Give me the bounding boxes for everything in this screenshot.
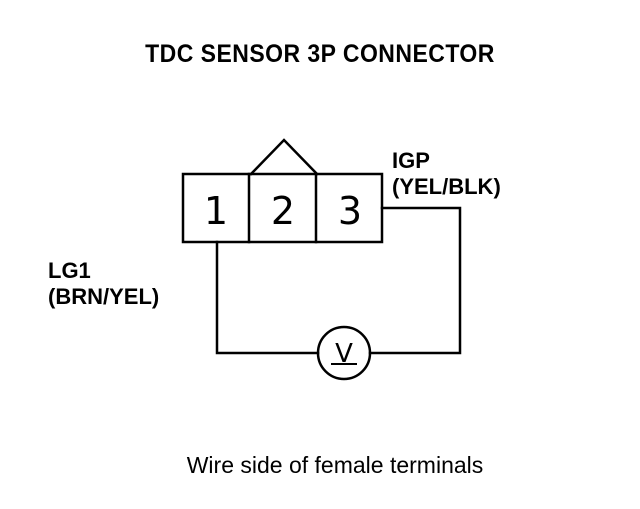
- pin-1-label: 1: [204, 189, 228, 233]
- pin-3-label: 3: [338, 189, 362, 233]
- diagram-title: TDC SENSOR 3P CONNECTOR: [145, 40, 495, 68]
- locking-tab: [249, 138, 319, 176]
- voltmeter-icon: [316, 325, 372, 381]
- diagram-caption: Wire side of female terminals: [186, 452, 484, 478]
- lg1-wire-label: LG1 (BRN/YEL): [48, 258, 159, 310]
- igp-name: IGP: [392, 148, 430, 173]
- lg1-name: LG1: [48, 258, 91, 283]
- lg1-color: (BRN/YEL): [48, 284, 160, 309]
- voltmeter-symbol: V: [335, 339, 353, 369]
- pin-2-label: 2: [271, 189, 295, 233]
- wire-lg1: [215, 240, 320, 355]
- igp-wire-label: IGP (YEL/BLK): [392, 148, 501, 200]
- wire-igp: [368, 206, 462, 355]
- igp-color: (YEL/BLK): [392, 174, 501, 199]
